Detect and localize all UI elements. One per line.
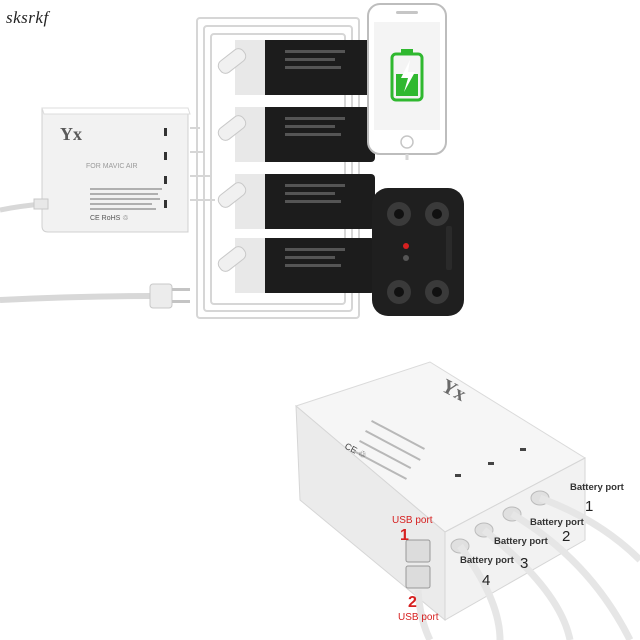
top-product-illustration: Yx FOR MAVIC AIR CE RoHS ♲ [0, 3, 464, 319]
battery-port-4-label: Battery port [460, 555, 514, 566]
battery-port-4-number: 4 [482, 572, 491, 589]
usb-port-2-label: USB port [398, 612, 439, 623]
battery-port-3-number: 3 [520, 555, 529, 572]
batteries [217, 40, 375, 293]
battery-port-3-label: Battery port [494, 536, 548, 547]
usb-port-1-number: 1 [400, 527, 409, 544]
battery-port-1-label: Battery port [570, 482, 624, 493]
battery-charging-icon [390, 49, 424, 102]
remote-controller [372, 188, 464, 316]
usb-port-1-label: USB port [392, 515, 433, 526]
hub-model-text: FOR MAVIC AIR [86, 163, 138, 170]
battery-port-2-number: 2 [562, 528, 571, 545]
svg-text:CE RoHS ♲: CE RoHS ♲ [90, 215, 129, 222]
battery-port-2-label: Battery port [530, 517, 584, 528]
usb-port-2-number: 2 [408, 594, 417, 611]
battery-port-1-number: 1 [585, 498, 594, 515]
watermark-text: sksrkf [6, 8, 49, 27]
charging-hub-top: Yx FOR MAVIC AIR CE RoHS ♲ [41, 107, 191, 233]
brand-logo: Yx [60, 124, 82, 144]
smartphone [367, 3, 447, 155]
bottom-product-closeup: Yx CE ♲ [294, 361, 640, 640]
